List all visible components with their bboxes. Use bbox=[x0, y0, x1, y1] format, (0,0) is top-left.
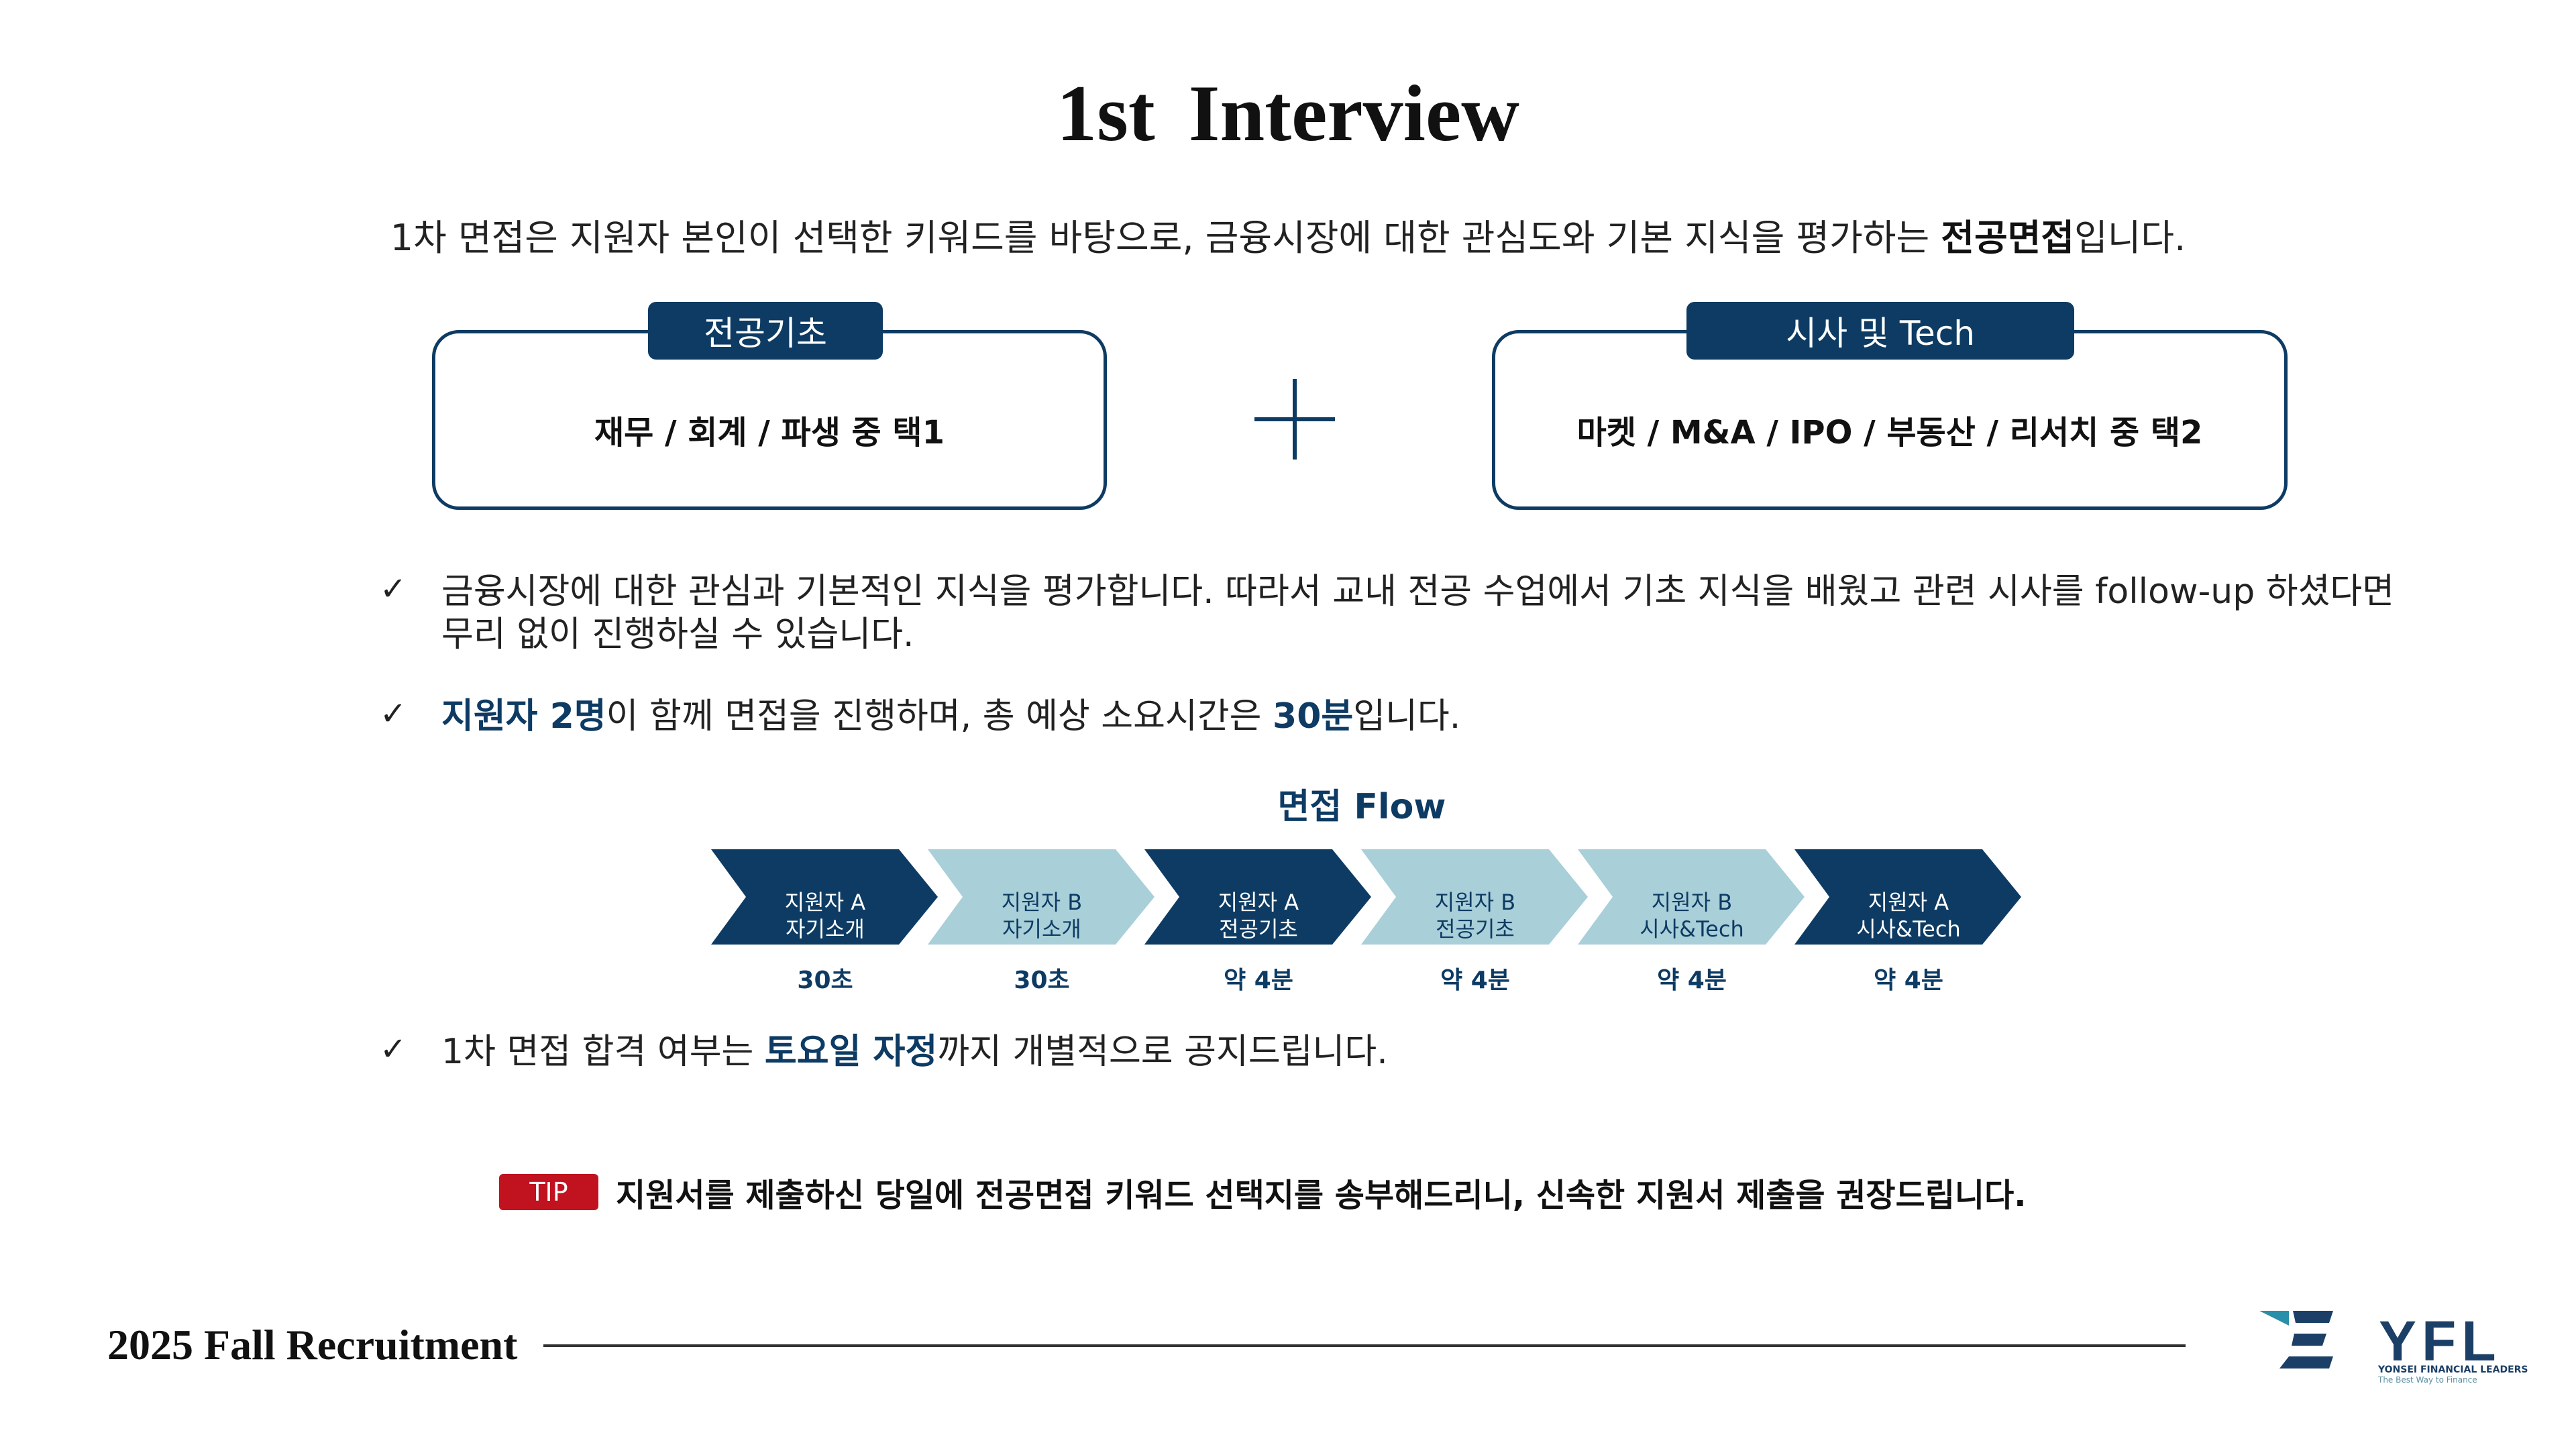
tip-badge: TIP bbox=[499, 1174, 598, 1210]
flow-step-section: 시사&Tech bbox=[1640, 916, 1744, 942]
flow-step-applicant: 지원자 B bbox=[1651, 890, 1733, 915]
checklist-item-3-end: 까지 개별적으로 공지드립니다. bbox=[937, 1032, 1388, 1072]
check-icon: ✓ bbox=[380, 570, 407, 608]
flow-step-section: 자기소개 bbox=[786, 916, 865, 942]
flow-step-duration: 30초 bbox=[1014, 967, 1070, 994]
page-title: 1st Interview bbox=[1057, 68, 1519, 158]
flow-step-section: 시사&Tech bbox=[1856, 916, 1961, 942]
flow-step-duration: 30초 bbox=[797, 967, 853, 994]
logo-mark-mid bbox=[2292, 1334, 2326, 1346]
flow-step-chevron bbox=[1361, 849, 1588, 945]
checklist-item-3-pre: 1차 면접 합격 여부는 bbox=[441, 1032, 765, 1072]
logo-mark-bottom bbox=[2279, 1356, 2333, 1368]
flow-title: 면접 Flow bbox=[1277, 787, 1446, 827]
flow-step-applicant: 지원자 B bbox=[1434, 890, 1516, 915]
flow-step-applicant: 지원자 A bbox=[1218, 890, 1299, 915]
plus-icon bbox=[1254, 379, 1335, 460]
flow-step-section: 자기소개 bbox=[1002, 916, 1081, 942]
logo-text: YFL bbox=[2379, 1309, 2502, 1373]
flow-step-chevron bbox=[928, 849, 1155, 945]
logo-mark-accent bbox=[2259, 1311, 2289, 1326]
flow-step-duration: 약 4분 bbox=[1224, 967, 1293, 994]
flow-step-chevron bbox=[1144, 849, 1371, 945]
flow-step-applicant: 지원자 B bbox=[1001, 890, 1083, 915]
check-icon: ✓ bbox=[380, 1030, 407, 1068]
intro-text: 1차 면접은 지원자 본인이 선택한 키워드를 바탕으로, 금융시장에 대한 관… bbox=[0, 208, 2576, 261]
intro-prefix: 1차 면접은 지원자 본인이 선택한 키워드를 바탕으로, 금융시장에 대한 관… bbox=[390, 217, 1941, 259]
flow-step-applicant: 지원자 A bbox=[784, 890, 866, 915]
result-deadline: 토요일 자정 bbox=[764, 1032, 938, 1072]
footer-recruitment: 2025 Fall Recruitment bbox=[107, 1321, 518, 1368]
yfl-logo: YFL bbox=[2259, 1309, 2502, 1373]
tip-text: 지원서를 제출하신 당일에 전공면접 키워드 선택지를 송부해드리니, 신속한 … bbox=[616, 1177, 2027, 1214]
major-basics-options: 재무 / 회계 / 파생 중 택1 bbox=[594, 414, 945, 451]
flow-step-duration: 약 4분 bbox=[1440, 967, 1510, 994]
flow-step-applicant: 지원자 A bbox=[1868, 890, 1949, 915]
logo-tagline: The Best Way to Finance bbox=[2378, 1375, 2477, 1385]
checklist-item-2-end: 입니다. bbox=[1353, 696, 1461, 737]
checklist-item-2-mid: 이 함께 면접을 진행하며, 총 예상 소요시간은 bbox=[606, 696, 1273, 737]
flow-step-chevron bbox=[711, 849, 938, 945]
check-icon: ✓ bbox=[380, 695, 407, 733]
flow-step-duration: 약 4분 bbox=[1874, 967, 1943, 994]
total-duration: 30분 bbox=[1273, 696, 1354, 737]
flow-step-duration: 약 4분 bbox=[1657, 967, 1727, 994]
tip-row: TIP 지원서를 제출하신 당일에 전공면접 키워드 선택지를 송부해드리니, … bbox=[499, 1169, 2026, 1216]
flow-step-chevron bbox=[1578, 849, 1805, 945]
major-basics-tab: 전공기초 bbox=[648, 302, 883, 360]
footer-divider bbox=[543, 1344, 2186, 1347]
intro-suffix: 입니다. bbox=[2074, 217, 2186, 259]
flow-step-chevron bbox=[1794, 849, 2021, 945]
intro-bold: 전공면접 bbox=[1941, 217, 2075, 259]
flow-step-section: 전공기초 bbox=[1436, 916, 1515, 942]
logo-subtitle: YONSEI FINANCIAL LEADERS bbox=[2378, 1364, 2528, 1375]
logo-mark-top bbox=[2286, 1311, 2333, 1323]
checklist-item-1-line-2: 무리 없이 진행하실 수 있습니다. bbox=[441, 614, 914, 655]
current-affairs-tab: 시사 및 Tech bbox=[1686, 302, 2074, 360]
current-affairs-options: 마켓 / M&A / IPO / 부동산 / 리서치 중 택2 bbox=[1576, 414, 2203, 451]
applicant-count: 지원자 2명 bbox=[441, 696, 606, 737]
flow-step-section: 전공기초 bbox=[1219, 916, 1298, 942]
checklist-item-1-line-1: 금융시장에 대한 관심과 기본적인 지식을 평가합니다. 따라서 교내 전공 수… bbox=[441, 572, 2395, 612]
